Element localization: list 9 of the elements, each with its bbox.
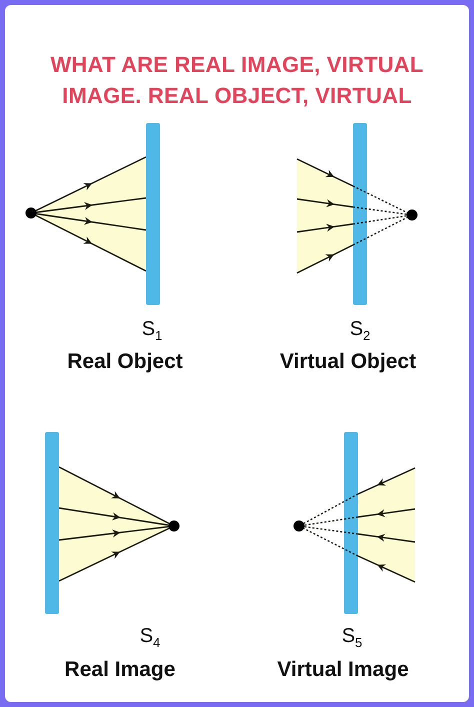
caption: Real Image bbox=[64, 658, 176, 681]
surface-label: S$_{1}$ bbox=[142, 318, 162, 340]
caption: Virtual Image bbox=[277, 658, 409, 681]
surface-label: S$_{2}$ bbox=[350, 318, 370, 340]
caption: Real Object bbox=[67, 350, 183, 373]
surface-label: S$_{4}$ bbox=[140, 625, 160, 647]
caption: Virtual Object bbox=[280, 350, 416, 373]
surface-label: S$_{5}$ bbox=[342, 625, 362, 647]
title: WHAT ARE REAL IMAGE, VIRTUAL IMAGE. REAL OBJECT, VIRTUAL bbox=[49, 51, 425, 110]
